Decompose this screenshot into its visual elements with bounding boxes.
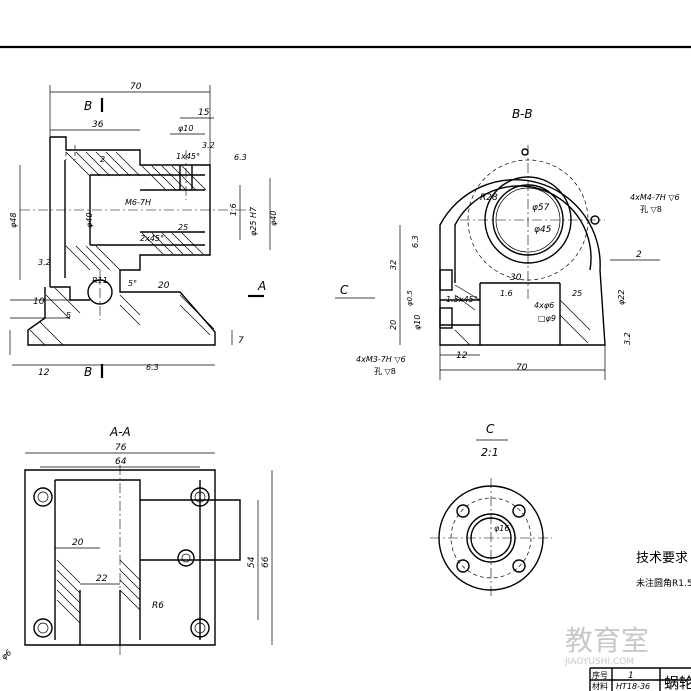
dim-chamfer-1x45: 1x45° [176,152,200,161]
view-marker-c: C [340,283,349,297]
dim-66: 66 [261,556,271,568]
watermark-text: 教育室 [565,624,649,657]
note-4xm4-depth: 孔 ▽8 [640,205,662,214]
roughness-25: 25 [178,223,188,232]
title-block: 序号 材料 1 HT18-36 蜗轮 [589,667,691,691]
section-aa-view: A-A 76 64 20 22 R6 54 [0,425,273,662]
dim-12-bb: 12 [456,351,468,361]
dim-phi22: φ22 [617,290,626,305]
dim-22: 22 [96,574,108,584]
note-4xm3-holes: 4xM3-7H ▽6 [356,355,406,364]
technical-requirements: 技术要求 未注圆角R1.5 [636,551,691,589]
view-c: C 2:1 φ16 [430,422,552,598]
title-block-part-name: 蜗轮 [664,674,691,691]
dim-phi10-bb: φ10 [413,315,422,330]
roughness-3-2: 3.2 [202,141,215,150]
dim-phi16: φ16 [494,524,509,533]
note-4xphi6: 4xφ6 [534,301,554,310]
dim-phi45: φ45 [534,225,552,235]
dim-chamfer-1-5x45: 1.5x45° [446,295,478,304]
dim-r6: R6 [152,601,164,611]
dim-phi0-5: φ0.5 [406,290,414,306]
section-marker-b-top: B [84,99,92,113]
dim-phi40-right: φ40 [269,211,278,226]
dim-phi25-h7: φ25 H7 [249,206,258,236]
view-c-scale: 2:1 [481,446,499,459]
note-4xm4-holes: 4xM4-7H ▽6 [630,193,680,202]
dim-7: 7 [238,336,244,346]
dim-32: 32 [389,260,398,270]
dim-20-bb: 20 [389,320,398,330]
title-block-quantity: 1 [628,671,634,681]
dim-phi57: φ57 [532,203,550,213]
dim-5-deg: 5° [128,279,137,288]
roughness-6-3: 6.3 [234,153,247,162]
dim-36: 36 [92,120,104,130]
dim-12: 12 [38,368,50,378]
dim-2: 2 [100,155,105,164]
dim-chamfer-2x45: 2x45° [140,234,164,243]
title-block-num-label: 序号 [592,670,608,680]
dim-phi10: φ10 [178,124,193,133]
roughness-3-2-bb: 3.2 [623,332,632,345]
dim-phi6-aa: φ6 [0,648,13,662]
tech-req-line1: 未注圆角R1.5 [636,577,691,589]
dim-5: 5 [66,311,71,320]
dim-r28: R28 [480,193,498,203]
dim-20-aa: 20 [72,538,84,548]
watermark-url: JIAOYUSHI.COM [564,657,634,667]
dim-1-6: 1.6 [229,203,238,216]
dim-r11: R11 [92,276,108,285]
dim-2-bb: 2 [636,250,642,260]
dim-phi48: φ48 [9,213,18,228]
roughness-3-2-left: 3.2 [38,258,51,267]
dim-20: 20 [158,281,170,291]
dim-10: 10 [33,297,45,307]
section-bb-title: B-B [512,107,533,121]
section-bb-view: B-B R28 φ57 φ45 4xM4-7H ▽6 孔 ▽8 [335,107,680,380]
title-block-material: HT18-36 [616,682,650,691]
section-marker-a: A [257,279,266,293]
dim-76: 76 [115,443,127,453]
title-block-material-label: 材料 [592,681,608,691]
dim-64: 64 [115,457,127,467]
dim-70: 70 [130,82,142,92]
tech-req-title: 技术要求 [636,551,688,566]
view-c-title: C [486,422,495,436]
roughness-6-3-bottom: 6.3 [146,363,159,372]
dim-30: 30 [510,273,522,283]
dim-54: 54 [247,556,257,568]
dim-15: 15 [198,108,210,118]
dim-m6-thread: M6-7H [125,198,151,207]
front-section-view: 70 36 15 φ10 1x45° 2 3.2 6.3 M6-7H φ48 φ… [9,82,278,379]
note-4xm3-depth: 孔 ▽8 [374,367,396,376]
dim-70-bb: 70 [516,363,528,373]
watermark-logo: 教育室 JIAOYUSHI.COM [564,624,649,667]
dim-phi40: φ40 [85,213,94,228]
section-marker-b-bottom: B [84,365,92,379]
roughness-6-3-bb: 6.3 [411,235,420,248]
note-phi9-counterbore: □φ9 [538,314,556,323]
section-aa-title: A-A [109,425,131,439]
dim-1-6-bb: 1.6 [500,289,513,298]
roughness-25-bb: 25 [572,289,582,298]
